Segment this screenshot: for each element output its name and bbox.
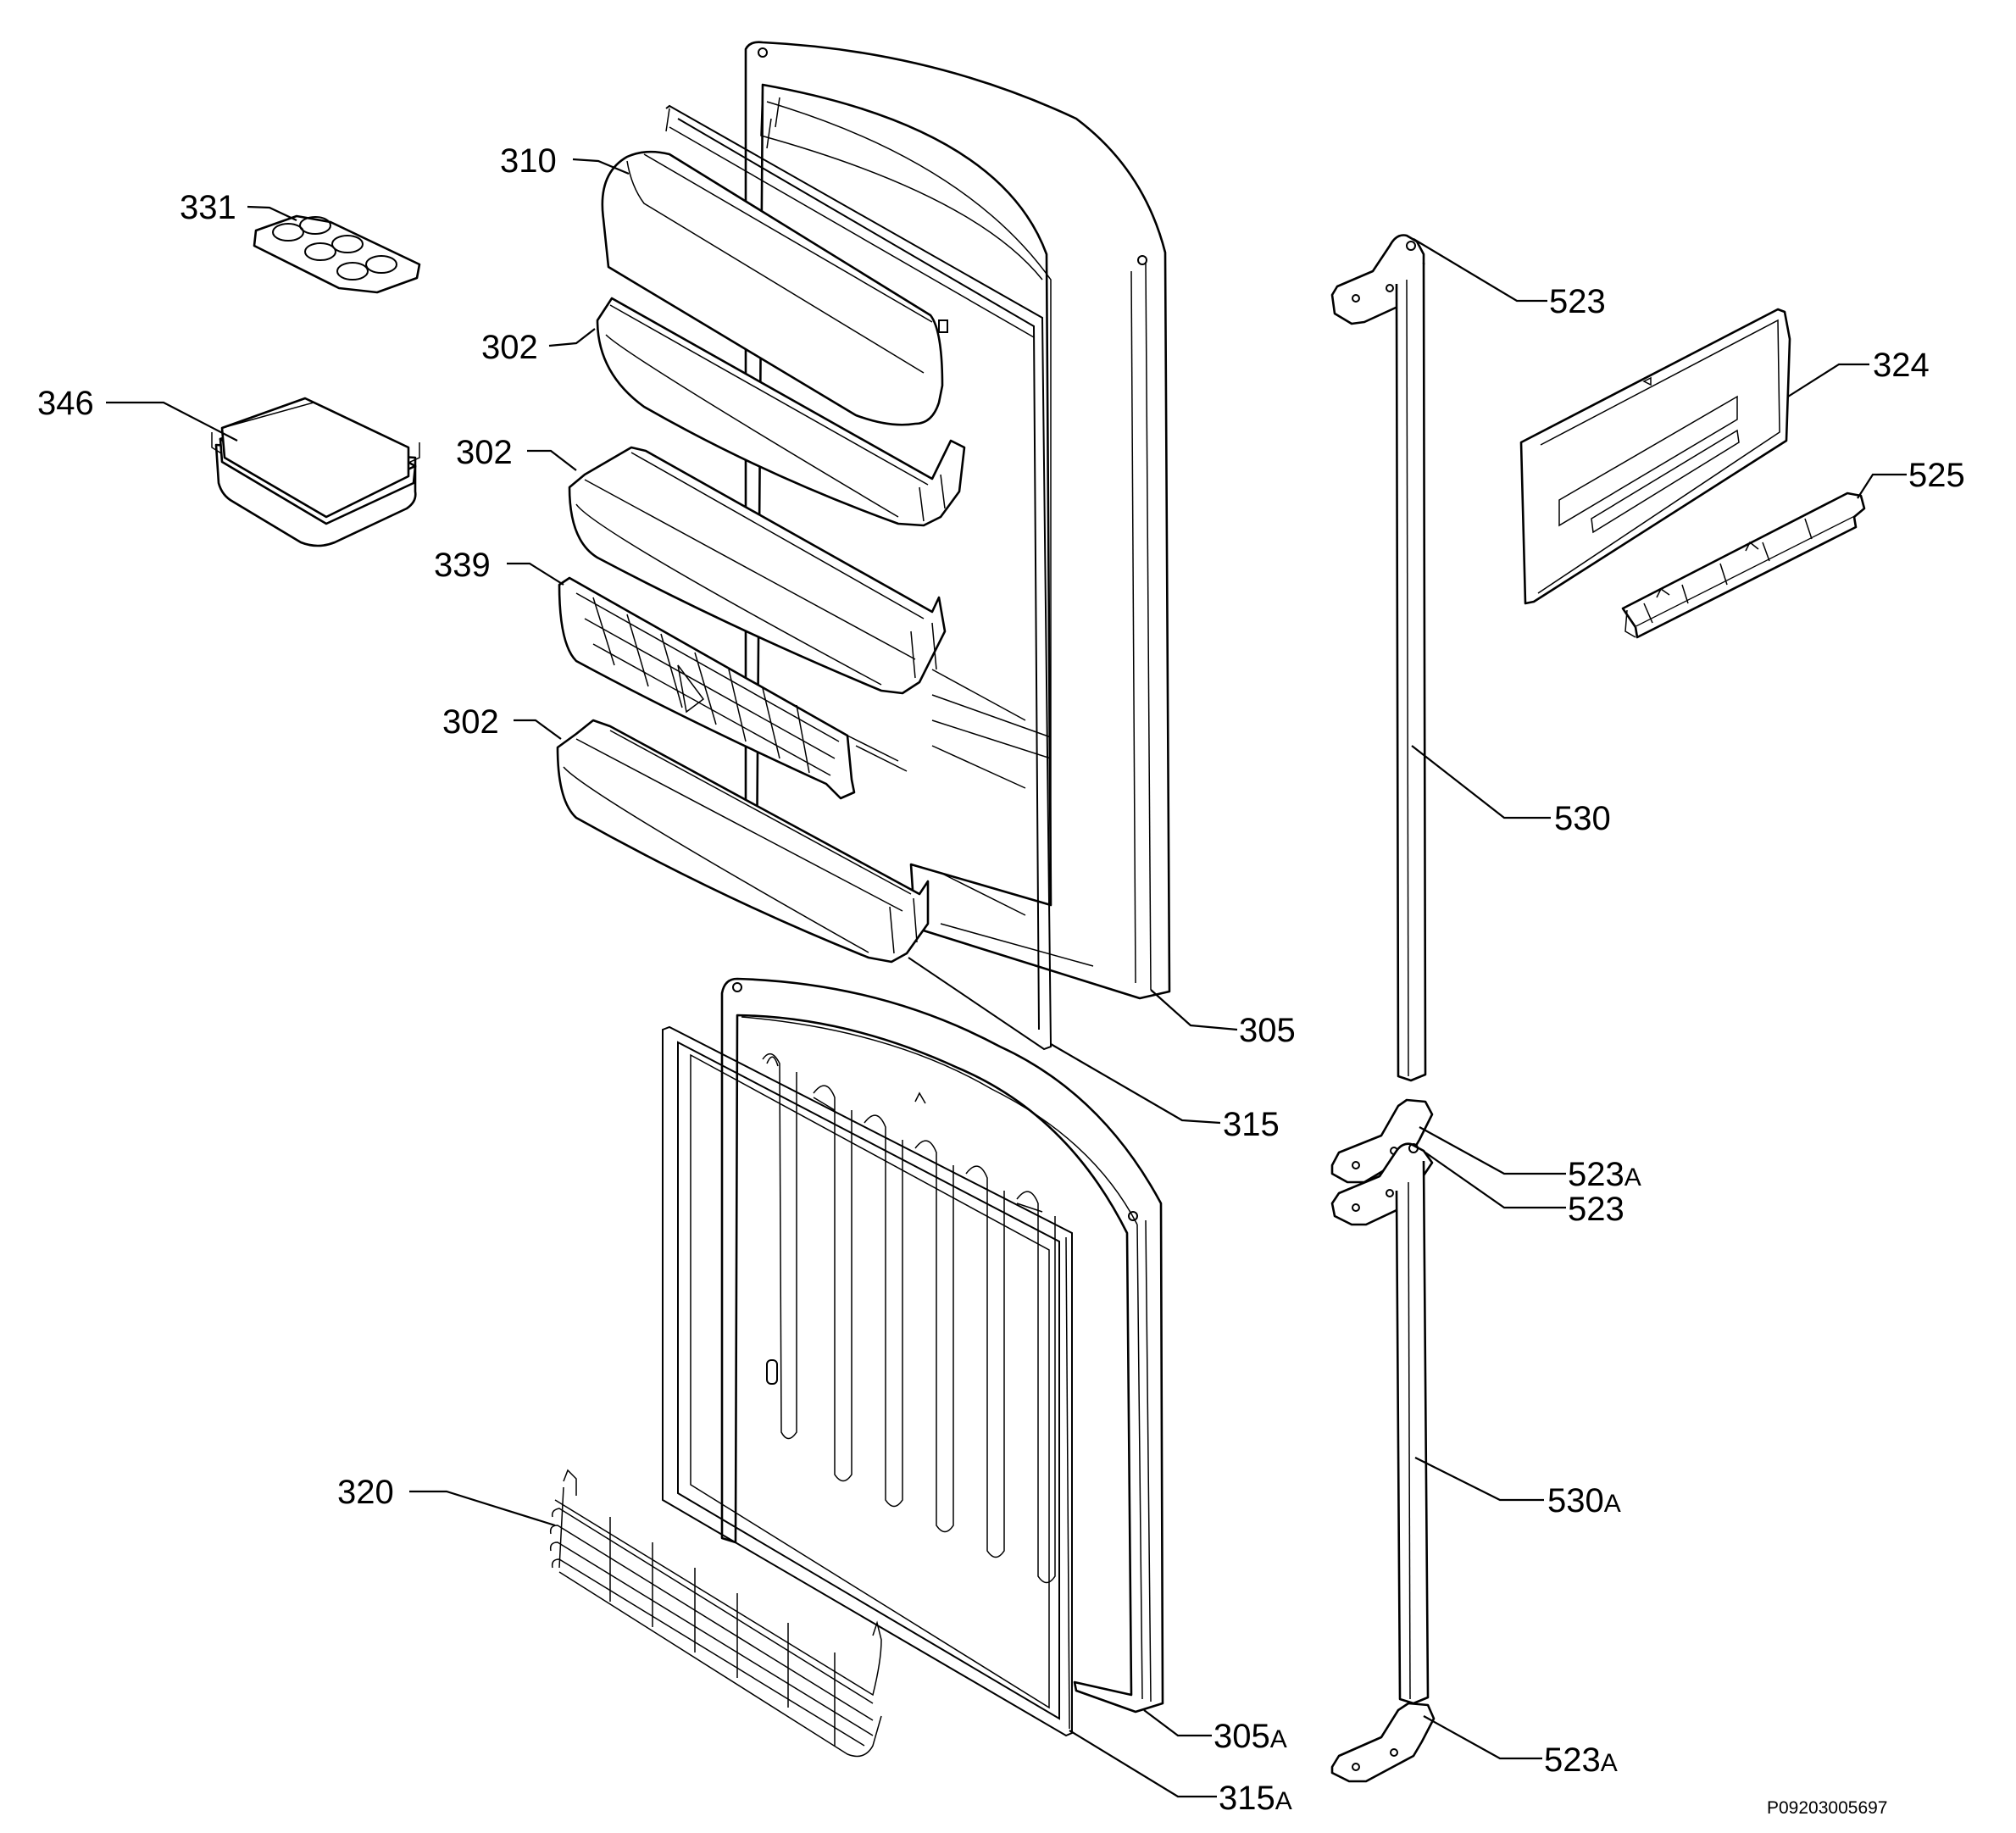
callout-305: 305: [1239, 1012, 1296, 1049]
wire-basket-320: [549, 1469, 882, 1758]
callout-523a-bottom: 523A: [1544, 1741, 1618, 1779]
bottle-holder-339: [558, 576, 908, 800]
butter-box-346: [211, 397, 420, 547]
callout-530: 530: [1554, 800, 1611, 837]
callout-302-middle: 302: [456, 434, 513, 471]
callout-339: 339: [434, 547, 491, 584]
callout-331: 331: [180, 189, 236, 226]
upper-handle-530: [1330, 234, 1434, 1184]
callout-315a: 315A: [1219, 1780, 1292, 1817]
lower-door-panel: [720, 977, 1164, 1714]
callout-302-bottom: 302: [442, 703, 499, 741]
upper-door-panel: [744, 41, 1171, 1000]
lower-handle-530a: [1330, 1142, 1436, 1783]
control-panel-324: [1519, 308, 1791, 605]
callout-523-top: 523: [1549, 283, 1606, 320]
egg-tray-331: [253, 214, 421, 294]
callout-530a: 530A: [1547, 1482, 1621, 1519]
callout-525: 525: [1908, 457, 1965, 494]
callout-346: 346: [37, 385, 94, 422]
leader-lines: [106, 158, 1907, 1798]
upper-door-gasket: [665, 104, 1052, 1051]
door-shelf-302-bottom: [556, 719, 930, 964]
callout-324: 324: [1873, 347, 1930, 384]
callout-315: 315: [1223, 1106, 1280, 1143]
document-id: P09203005697: [1767, 1798, 1887, 1818]
door-shelf-302-middle: [568, 446, 947, 695]
callout-523-lower: 523: [1568, 1191, 1624, 1228]
callout-320: 320: [337, 1474, 394, 1511]
shelf-lid-310: [601, 150, 948, 426]
door-shelf-302-top: [596, 297, 966, 527]
hinge-bracket-525: [1621, 492, 1866, 639]
callout-labels: 310 331 302 346 302 339 302 305 315 320 …: [37, 142, 1965, 1818]
callout-302-top: 302: [481, 329, 538, 366]
callout-305a: 305A: [1213, 1718, 1287, 1755]
callout-523a-upper: 523A: [1568, 1156, 1641, 1193]
callout-310: 310: [500, 142, 557, 180]
